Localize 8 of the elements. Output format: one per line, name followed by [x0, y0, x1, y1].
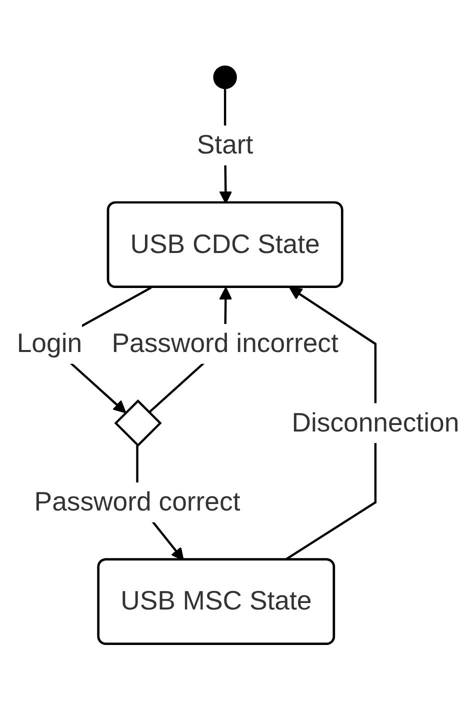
node-diamond	[114, 399, 162, 447]
edge-label: Disconnection	[292, 408, 460, 438]
edge-label: Password correct	[34, 486, 240, 516]
edge-label: Login	[16, 328, 82, 358]
edge-label: Password incorrect	[112, 328, 338, 358]
arrow	[284, 287, 377, 562]
node-circle	[213, 65, 237, 90]
edge-label: Start	[196, 130, 254, 160]
